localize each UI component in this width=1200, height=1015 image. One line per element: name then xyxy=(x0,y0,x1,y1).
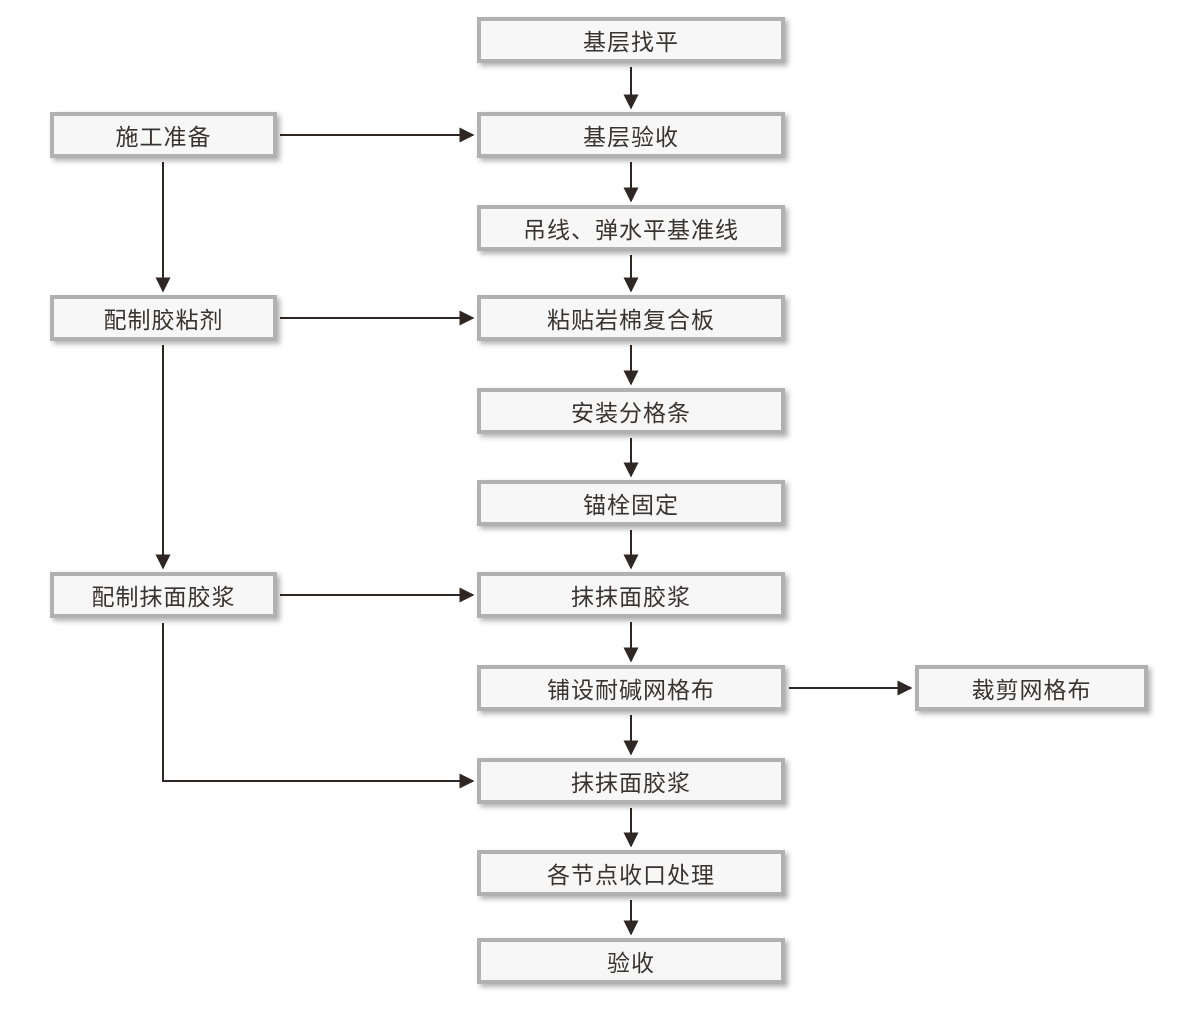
flow-node-node-closure: 各节点收口处理 xyxy=(477,850,785,896)
flow-node-apply-mortar-1: 抹抹面胶浆 xyxy=(477,572,785,618)
flow-node-base-acceptance: 基层验收 xyxy=(477,112,785,158)
flow-node-install-grid-strip: 安装分格条 xyxy=(477,388,785,434)
flow-node-base-leveling: 基层找平 xyxy=(477,17,785,63)
flow-node-cut-mesh: 裁剪网格布 xyxy=(915,665,1148,711)
flow-node-construction-prep: 施工准备 xyxy=(50,112,277,158)
flow-node-apply-mortar-2: 抹抹面胶浆 xyxy=(477,758,785,804)
flow-node-prepare-mortar: 配制抹面胶浆 xyxy=(50,572,277,618)
flow-node-lay-alkali-mesh: 铺设耐碱网格布 xyxy=(477,665,785,711)
edge-prepare-mortar-to-apply-mortar-2 xyxy=(162,623,475,789)
flow-node-hang-line: 吊线、弹水平基准线 xyxy=(477,205,785,251)
flow-node-prepare-adhesive: 配制胶粘剂 xyxy=(50,295,277,341)
flow-node-final-acceptance: 验收 xyxy=(477,938,785,984)
flow-node-paste-rockwool: 粘贴岩棉复合板 xyxy=(477,295,785,341)
flow-node-anchor-fixing: 锚栓固定 xyxy=(477,480,785,526)
